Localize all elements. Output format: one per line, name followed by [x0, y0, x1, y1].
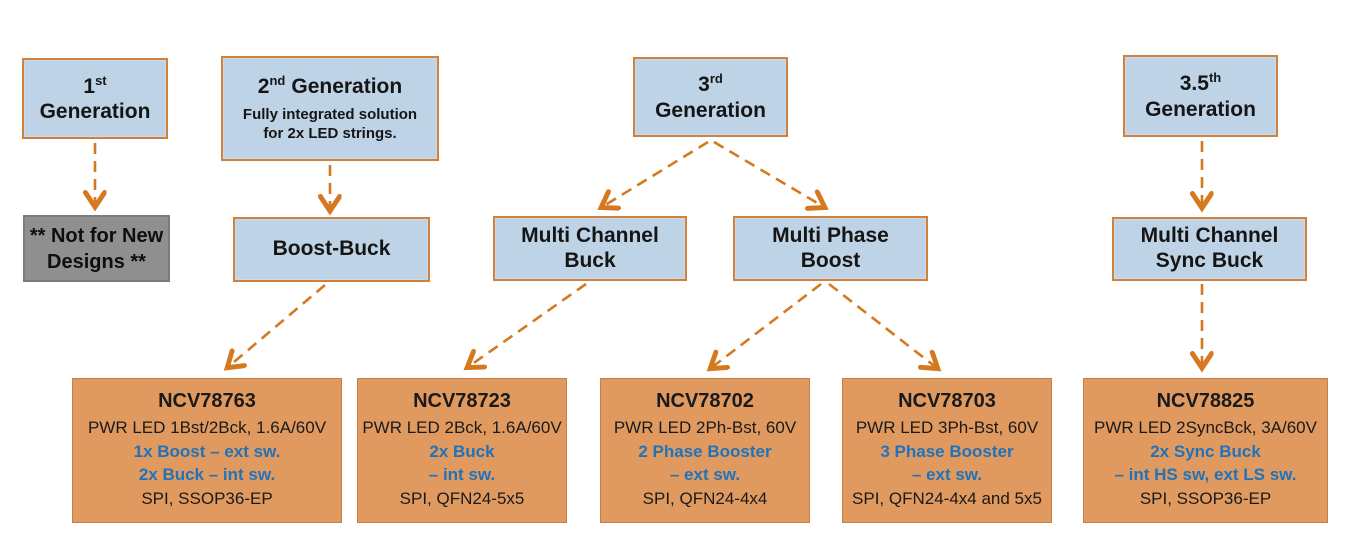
- arrow-mp-boost-to-ncv78702: [711, 282, 822, 368]
- product-name: NCV78702: [656, 390, 754, 412]
- arrow-gen3-to-multi-channel-buck: [602, 140, 709, 207]
- gen35-word: Generation: [1145, 97, 1256, 121]
- multi-channel-sync-buck-box: Multi Channel Sync Buck: [1112, 217, 1307, 281]
- product-package: SPI, QFN24-5x5: [399, 488, 525, 508]
- arrow-mp-boost-to-ncv78703: [828, 282, 937, 368]
- boost-buck-label: Boost-Buck: [272, 237, 391, 261]
- mc-buck-line1: Multi Channel: [521, 223, 659, 247]
- product-feature-2: – int sw.: [428, 465, 496, 484]
- product-package: SPI, SSOP36-EP: [1139, 488, 1272, 508]
- product-desc: PWR LED 2Ph-Bst, 60V: [613, 418, 797, 437]
- product-feature-1: 1x Boost – ext sw.: [133, 441, 281, 461]
- product-feature-1: 2x Sync Buck: [1150, 441, 1261, 461]
- gen35-box: 3.5th Generation: [1123, 55, 1278, 137]
- product-name: NCV78763: [158, 390, 256, 412]
- product-package: SPI, QFN24-4x4 and 5x5: [852, 488, 1042, 508]
- product-feature-2: – ext sw.: [669, 465, 741, 484]
- product-package: SPI, QFN24-4x4: [642, 488, 768, 508]
- product-name: NCV78825: [1156, 390, 1255, 412]
- product-box-ncv78723: NCV78723 PWR LED 2Bck, 1.6A/60V 2x Buck …: [357, 378, 567, 523]
- gen3-word: Generation: [655, 98, 766, 122]
- product-feature-1: 2 Phase Booster: [638, 441, 772, 461]
- product-feature-2: 2x Buck – int sw.: [138, 465, 276, 484]
- product-feature-2: – int HS sw, ext LS sw.: [1114, 465, 1297, 484]
- gen1-box: 1st Generation: [22, 58, 168, 139]
- product-feature-1: 3 Phase Booster: [880, 441, 1014, 461]
- product-name: NCV78703: [898, 390, 996, 412]
- product-name: NCV78723: [413, 390, 511, 412]
- mc-sync-line1: Multi Channel: [1140, 224, 1279, 248]
- not-for-new-designs-box: ** Not for New Designs **: [23, 215, 170, 282]
- gen2-subtitle: Fully integrated solution for 2x LED str…: [242, 106, 418, 143]
- gen35-title: 3.5th: [1179, 70, 1222, 96]
- product-package: SPI, SSOP36-EP: [141, 488, 273, 508]
- arrow-boost-buck-to-ncv78763: [228, 284, 326, 367]
- mp-boost-line2: Boost: [800, 248, 861, 272]
- product-desc: PWR LED 2Bck, 1.6A/60V: [362, 418, 562, 437]
- product-desc: PWR LED 3Ph-Bst, 60V: [855, 418, 1039, 437]
- product-desc: PWR LED 1Bst/2Bck, 1.6A/60V: [87, 418, 327, 437]
- arrow-mc-buck-to-ncv78723: [468, 282, 587, 367]
- not-new-line2: Designs **: [47, 250, 146, 273]
- product-feature-2: – ext sw.: [911, 465, 983, 484]
- gen3-title: 3rd: [698, 71, 723, 97]
- boost-buck-box: Boost-Buck: [233, 217, 430, 282]
- gen3-box: 3rd Generation: [633, 57, 788, 137]
- gen1-title: 1st: [83, 72, 107, 98]
- product-box-ncv78763: NCV78763 PWR LED 1Bst/2Bck, 1.6A/60V 1x …: [72, 378, 342, 523]
- product-feature-1: 2x Buck: [429, 441, 495, 461]
- mc-buck-line2: Buck: [564, 248, 616, 272]
- multi-phase-boost-box: Multi Phase Boost: [733, 216, 928, 281]
- mp-boost-line1: Multi Phase: [772, 223, 889, 247]
- not-new-line1: ** Not for New: [29, 224, 164, 247]
- gen1-word: Generation: [39, 100, 151, 123]
- product-desc: PWR LED 2SyncBck, 3A/60V: [1094, 418, 1317, 437]
- product-box-ncv78703: NCV78703 PWR LED 3Ph-Bst, 60V 3 Phase Bo…: [842, 378, 1052, 523]
- product-box-ncv78702: NCV78702 PWR LED 2Ph-Bst, 60V 2 Phase Bo…: [600, 378, 810, 523]
- multi-channel-buck-box: Multi Channel Buck: [493, 216, 687, 281]
- arrow-gen3-to-multi-phase-boost: [713, 140, 824, 207]
- mc-sync-line2: Sync Buck: [1155, 249, 1264, 272]
- product-box-ncv78825: NCV78825 PWR LED 2SyncBck, 3A/60V 2x Syn…: [1083, 378, 1328, 523]
